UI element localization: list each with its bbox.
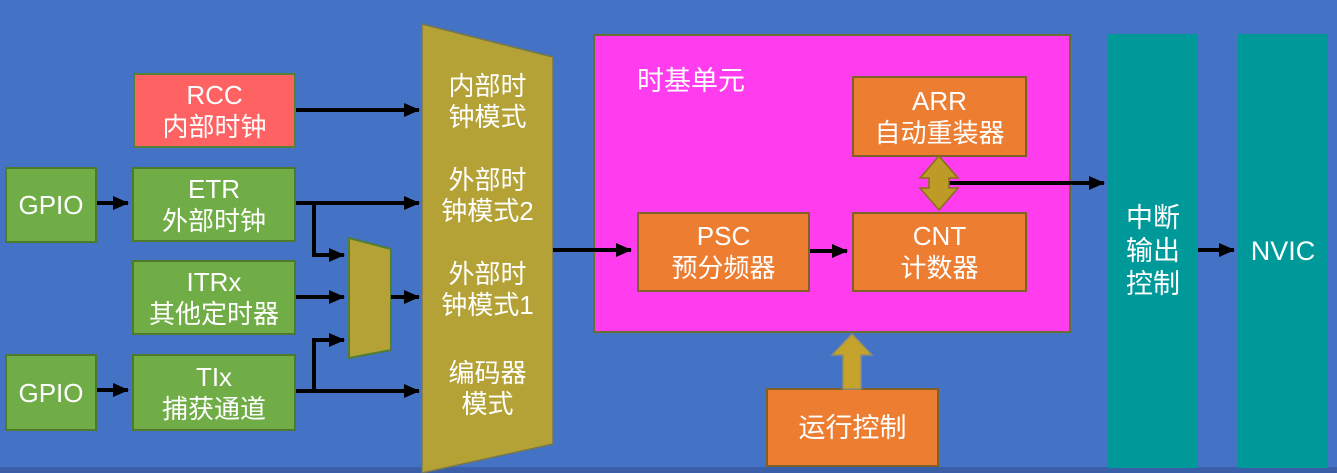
clock-mode-encoder-line1: 编码器 bbox=[448, 358, 527, 388]
clock-mode-external1-line1: 外部时 bbox=[448, 259, 527, 289]
arrow-tix-branch-to-mux bbox=[312, 333, 345, 391]
clock-mode-selector-shape bbox=[421, 23, 554, 473]
tix-label-line2: 捕获通道 bbox=[161, 393, 266, 424]
clock-mode-external1: 外部时 钟模式1 bbox=[422, 259, 553, 321]
arr-box: ARR 自动重装器 bbox=[852, 76, 1027, 157]
rcc-label-line1: RCC bbox=[186, 79, 243, 110]
arr-label-line2: 自动重装器 bbox=[874, 117, 1005, 148]
cnt-label-line1: CNT bbox=[912, 221, 967, 251]
psc-box: PSC 预分频器 bbox=[637, 212, 810, 292]
clock-mode-internal-line2: 钟模式 bbox=[448, 102, 527, 132]
gpio-bottom-box: GPIO bbox=[5, 354, 97, 431]
nvic-label: NVIC bbox=[1250, 236, 1316, 266]
itrx-box: ITRx 其他定时器 bbox=[132, 260, 296, 335]
arr-label-line1: ARR bbox=[912, 85, 967, 116]
rcc-box: RCC 内部时钟 bbox=[133, 73, 296, 148]
clock-mode-external2-line2: 钟模式2 bbox=[441, 196, 534, 226]
interrupt-output-line2: 输出 bbox=[1126, 235, 1180, 266]
clock-mode-internal: 内部时 钟模式 bbox=[422, 71, 553, 133]
slide-bottom-edge bbox=[0, 467, 1337, 473]
etr-box: ETR 外部时钟 bbox=[132, 167, 296, 242]
itrx-label-line1: ITRx bbox=[186, 266, 242, 297]
interrupt-output-line1: 中断 bbox=[1126, 202, 1180, 233]
cnt-box: CNT 计数器 bbox=[852, 212, 1027, 292]
clock-mode-external2: 外部时 钟模式2 bbox=[422, 165, 553, 227]
clock-mode-external2-line1: 外部时 bbox=[448, 165, 527, 195]
psc-label-line2: 预分频器 bbox=[671, 253, 776, 283]
arr-cnt-exchange-arrow bbox=[918, 154, 960, 212]
clock-mode-external1-line2: 钟模式1 bbox=[441, 290, 534, 320]
cnt-label-line2: 计数器 bbox=[900, 253, 979, 283]
clock-mode-internal-line1: 内部时 bbox=[448, 71, 527, 101]
nvic-box: NVIC bbox=[1238, 34, 1328, 468]
run-control-label: 运行控制 bbox=[798, 412, 907, 443]
gpio-top-box: GPIO bbox=[5, 167, 97, 243]
run-control-up-arrow bbox=[830, 332, 874, 390]
clock-mode-encoder-line2: 模式 bbox=[461, 389, 514, 419]
tix-label-line1: TIx bbox=[195, 361, 233, 392]
clock-mode-encoder: 编码器 模式 bbox=[422, 358, 553, 420]
rcc-label-line2: 内部时钟 bbox=[162, 111, 267, 142]
time-base-unit-title: 时基单元 bbox=[637, 66, 745, 96]
interrupt-output-box: 中断 输出 控制 bbox=[1108, 34, 1198, 468]
tix-box: TIx 捕获通道 bbox=[132, 354, 296, 431]
input-mux-shape bbox=[348, 236, 392, 360]
run-control-box: 运行控制 bbox=[766, 388, 939, 467]
interrupt-output-line3: 控制 bbox=[1126, 268, 1180, 299]
etr-label-line2: 外部时钟 bbox=[161, 205, 266, 236]
arrow-etr-branch-to-mux bbox=[312, 203, 345, 262]
psc-label-line1: PSC bbox=[696, 221, 751, 251]
etr-label-line1: ETR bbox=[188, 173, 240, 204]
gpio-bottom-label: GPIO bbox=[18, 377, 84, 408]
gpio-top-label: GPIO bbox=[18, 190, 84, 220]
itrx-label-line2: 其他定时器 bbox=[148, 298, 279, 329]
